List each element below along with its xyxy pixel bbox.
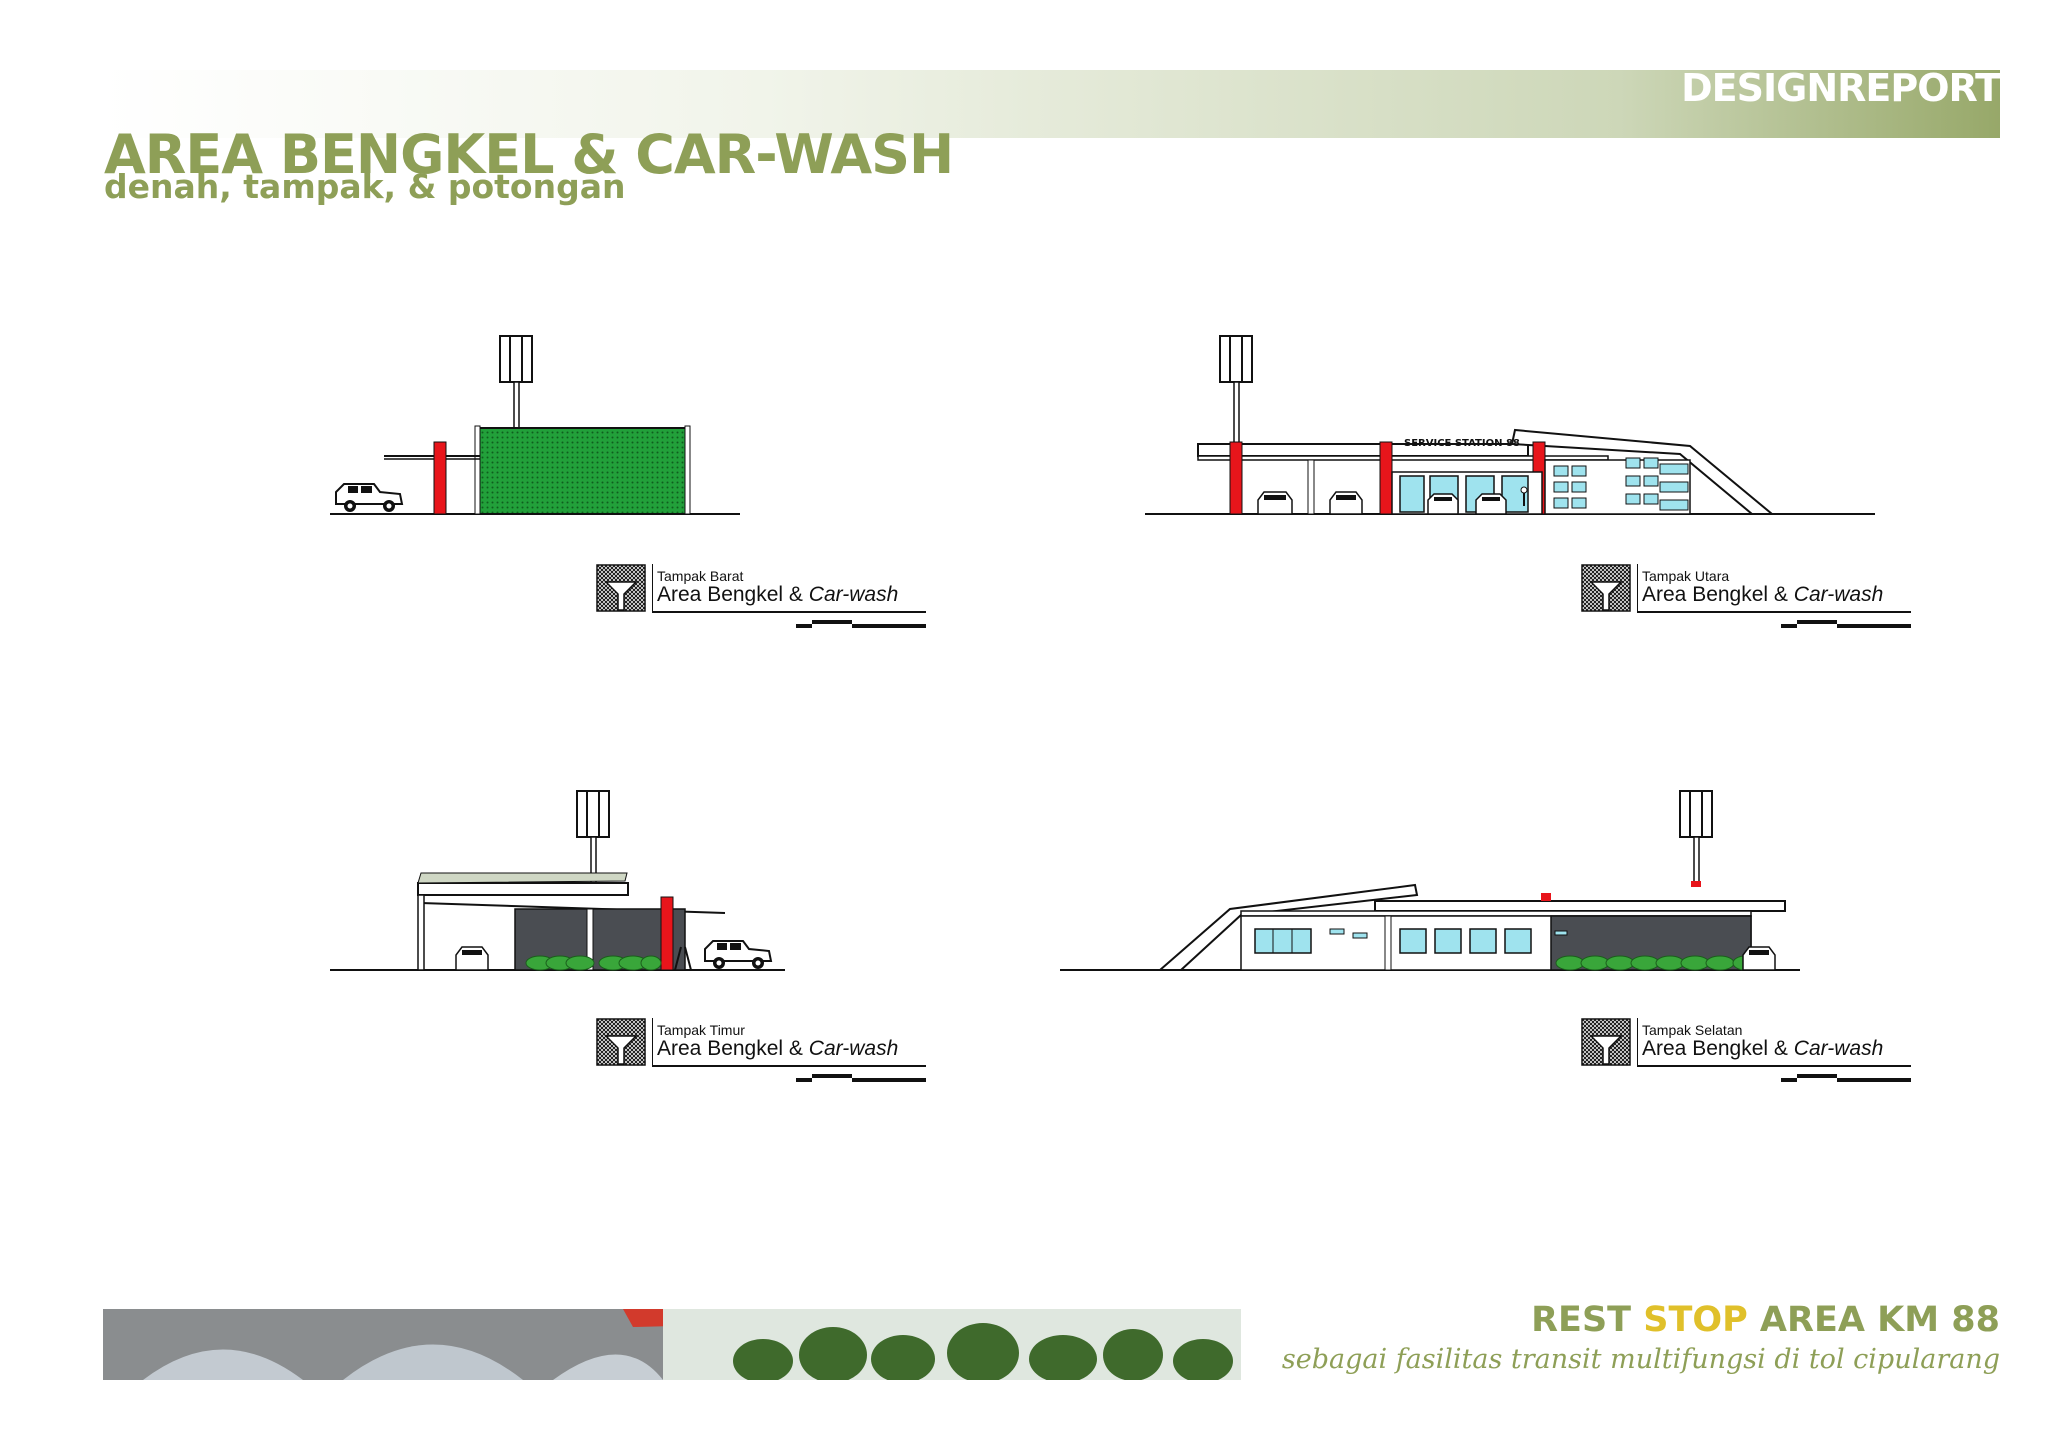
view-label: Tampak Utara [1642, 568, 1730, 584]
section-symbol-icon [1581, 564, 1631, 612]
service-station-sign: SERVICE STATION 88 [1404, 438, 1520, 449]
footer-tagline: sebagai fasilitas transit multifungsi di… [1281, 1344, 2000, 1375]
drawing-name: Area Bengkel & Car-wash [1642, 583, 1884, 606]
scale-bar [796, 620, 926, 628]
elevation-north-drawing: SERVICE STATION 88 [1145, 335, 1875, 515]
scale-bar [1781, 620, 1911, 628]
report-tag: DESIGNREPORT [1681, 66, 2001, 110]
elevation-south-drawing [1060, 790, 1800, 971]
view-label: Tampak Barat [657, 568, 744, 584]
section-symbol-icon [596, 564, 646, 612]
view-label: Tampak Timur [657, 1022, 745, 1038]
label-block-south: Tampak Selatan Area Bengkel & Car-wash [1581, 1018, 1911, 1090]
scale-bar [796, 1074, 926, 1082]
view-label: Tampak Selatan [1642, 1022, 1743, 1038]
elevation-east-drawing [330, 790, 785, 971]
drawing-name: Area Bengkel & Car-wash [1642, 1037, 1884, 1060]
header-band [100, 70, 2000, 138]
footer-photo-strip [103, 1309, 1241, 1380]
label-block-east: Tampak Timur Area Bengkel & Car-wash [596, 1018, 926, 1090]
elevation-west-drawing [330, 335, 740, 515]
footer-title: REST STOP AREA KM 88 [1531, 1300, 2000, 1340]
scale-bar [1781, 1074, 1911, 1082]
page-title: AREA BENGKEL & CAR-WASH [104, 123, 954, 186]
drawing-name: Area Bengkel & Car-wash [657, 583, 899, 606]
label-block-north: Tampak Utara Area Bengkel & Car-wash [1581, 564, 1911, 636]
label-block-west: Tampak Barat Area Bengkel & Car-wash [596, 564, 926, 636]
section-symbol-icon [596, 1018, 646, 1066]
section-symbol-icon [1581, 1018, 1631, 1066]
page-subtitle: denah, tampak, & potongan [104, 167, 626, 206]
drawing-name: Area Bengkel & Car-wash [657, 1037, 899, 1060]
